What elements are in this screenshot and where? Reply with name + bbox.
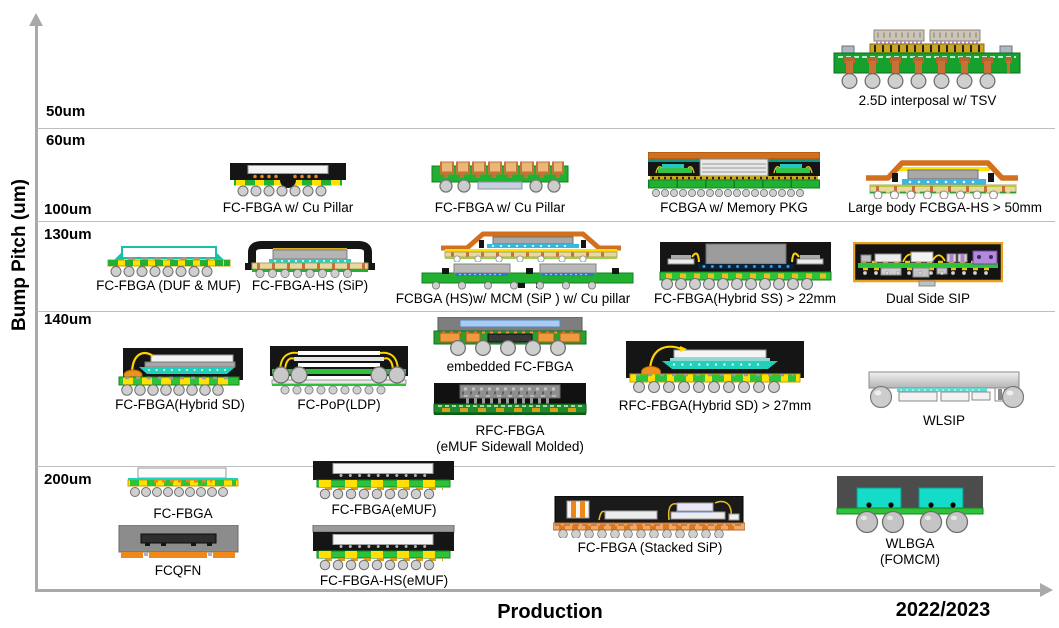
pkg-hybrid-sd-illustration — [118, 348, 243, 396]
pkg-2-5d-interposal-label: 2.5D interposal w/ TSV — [858, 93, 997, 108]
pkg-fcqfn-illustration — [118, 525, 239, 558]
pkg-2-5d-interposal-illustration — [833, 29, 1021, 89]
y-axis-title: Bump Pitch (um) — [9, 179, 30, 331]
row-separator — [37, 466, 1055, 467]
pkg-duf-muf-illustration — [107, 246, 231, 277]
x-axis-arrow-icon — [1040, 583, 1053, 597]
pkg-embedded-label: embedded FC-FBGA — [446, 359, 574, 374]
row-separator — [37, 128, 1055, 129]
pkg-hs-sip-label: FC-FBGA-HS (SiP) — [251, 278, 369, 293]
pkg-fc-fbga-cu-pillar-2-illustration — [431, 161, 569, 193]
pkg-stacked-sip-illustration — [553, 496, 745, 538]
pkg-wlsip-label: WLSIP — [922, 413, 965, 428]
pkg-rfc-hybrid-sd-illustration — [626, 341, 804, 393]
pkg-fc-fbga-cu-pillar-2-label: FC-FBGA w/ Cu Pillar — [434, 200, 566, 215]
row-separator — [37, 311, 1055, 312]
pkg-hybrid-ss-label: FC-FBGA(Hybrid SS) > 22mm — [654, 291, 836, 306]
x-axis-line — [35, 589, 1042, 592]
pkg-fc-pop-label: FC-PoP(LDP) — [297, 397, 381, 412]
x-axis-production-label: Production — [497, 601, 603, 623]
pkg-fc-fbga-illustration — [127, 467, 239, 497]
pkg-rfc-hybrid-sd-label: RFC-FBGA(Hybrid SD) > 27mm — [618, 398, 812, 413]
pkg-hybrid-sd-label: FC-FBGA(Hybrid SD) — [115, 397, 245, 412]
pkg-fcqfn-label: FCQFN — [154, 563, 202, 578]
y-axis-arrow-icon — [29, 13, 43, 26]
pkg-dual-side-sip-illustration — [853, 242, 1003, 287]
pkg-fc-fbga-emuf-illustration — [313, 461, 454, 500]
pkg-hybrid-ss-illustration — [659, 242, 832, 290]
pitch-label-100um: 100um — [44, 201, 92, 218]
pkg-mcm-label: FCBGA (HS)w/ MCM (SiP ) w/ Cu pillar — [395, 291, 631, 306]
pkg-large-body-label: Large body FCBGA-HS > 50mm — [848, 200, 1042, 215]
pkg-embedded-illustration — [433, 317, 588, 356]
pitch-label-140um: 140um — [44, 311, 92, 328]
pkg-rfc-emuf-illustration — [433, 383, 587, 415]
pkg-large-body-illustration — [866, 160, 1018, 199]
pitch-label-50um: 50um — [46, 103, 86, 120]
pkg-mcm-bottom-illustration — [421, 263, 634, 290]
pkg-wlbga-label: WLBGA (FOMCM) — [880, 536, 940, 567]
pitch-label-60um: 60um — [46, 132, 86, 149]
pkg-wlbga-illustration — [836, 476, 984, 534]
pkg-dual-side-sip-label: Dual Side SIP — [885, 291, 971, 306]
x-axis-period-label: 2022/2023 — [895, 599, 991, 621]
pkg-duf-muf-label: FC-FBGA (DUF & MUF) — [96, 278, 241, 293]
pkg-hs-sip-illustration — [245, 241, 375, 278]
pkg-fc-fbga-cu-pillar-1-label: FC-FBGA w/ Cu Pillar — [222, 200, 354, 215]
pitch-label-200um: 200um — [44, 471, 92, 488]
pkg-rfc-emuf-label: RFC-FBGA (eMUF Sidewall Molded) — [436, 423, 584, 454]
pkg-mcm-top-illustration — [441, 231, 621, 262]
y-axis-line — [35, 25, 38, 592]
pitch-label-130um: 130um — [44, 226, 92, 243]
pkg-fc-pop-illustration — [270, 346, 408, 395]
pkg-fc-fbga-label: FC-FBGA — [153, 506, 213, 521]
pkg-fc-fbga-emuf-label: FC-FBGA(eMUF) — [331, 502, 437, 517]
row-separator — [37, 221, 1055, 222]
pkg-fc-fbga-cu-pillar-1-illustration — [230, 163, 346, 197]
pkg-fc-fbga-hs-emuf-illustration — [312, 525, 455, 571]
pkg-fc-fbga-hs-emuf-label: FC-FBGA-HS(eMUF) — [319, 573, 449, 588]
pkg-fcbga-memory-label: FCBGA w/ Memory PKG — [660, 200, 808, 215]
pkg-wlsip-illustration — [868, 371, 1025, 409]
pkg-stacked-sip-label: FC-FBGA (Stacked SiP) — [577, 540, 723, 555]
pkg-fcbga-memory-illustration — [648, 152, 820, 197]
